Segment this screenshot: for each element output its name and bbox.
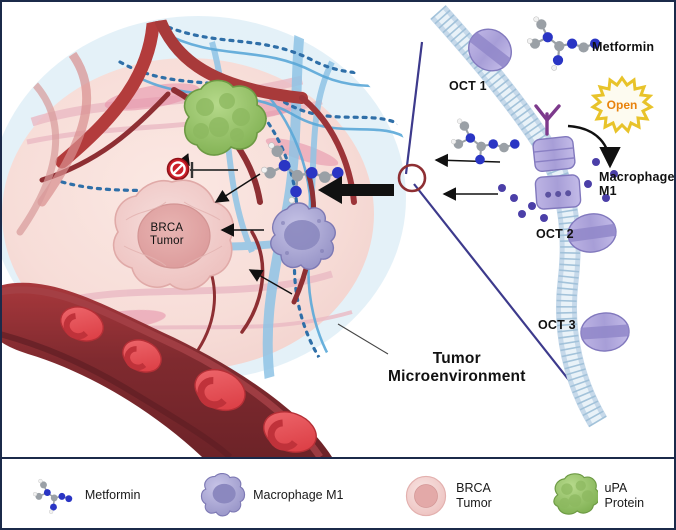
legend-item-metformin: Metformin [32,473,141,519]
starburst-shape [590,75,654,134]
vessel-wall-lower [2,331,233,457]
upa-protein-icon [552,472,598,515]
label-macrophage-m1: Macrophage M1 [599,170,675,199]
arrow-metformin-to-tumor [214,173,261,203]
label-oct1: OCT 1 [449,79,487,93]
cell-membrane [430,4,654,428]
channel-barrel-upper [532,135,576,173]
upa-protein-lobes [193,93,250,142]
magnifier-cone-upper [404,41,424,175]
macrophage-granules [281,219,324,255]
tme-arrows [214,173,293,295]
tumor-microenvironment-region [2,16,417,383]
arrow-open-to-macrophage [567,124,621,169]
legend-label-metformin: Metformin [84,488,141,503]
brca-cell-nucleus [137,203,211,269]
brca-tumor-cell-icon [406,475,447,516]
legend-label-macrophage: Macrophage M1 [253,488,344,503]
metformin-molecule-tme [261,142,344,204]
zoom-direction-arrow [318,176,394,204]
magnifier-callout [397,41,573,385]
y-receptor-icon [534,104,561,136]
legend-item-brca-tumor: BRCA Tumor [403,473,492,519]
oct2-band [567,223,617,243]
legend-label-upa-protein: uPA Protein [604,481,645,510]
macrophage-cell-icon [200,472,246,516]
oct3-transporter [580,312,630,352]
blood-vessel [2,282,332,457]
label-metformin: Metformin [592,40,655,54]
arrow-metformin-influx-upper [434,153,501,168]
zoom-arrow-shape [318,176,394,204]
macrophage-m1-cell [270,202,336,270]
metformin-bonds-2 [457,125,516,160]
metformin-particles [498,158,618,222]
upa-protein [183,79,267,156]
oct1-transporter [468,28,512,72]
oct2-transporter [567,213,617,253]
brca-cell-texture [123,201,223,267]
label-brca-tumor: BRCA Tumor [150,222,184,248]
starburst-icon [590,75,654,134]
membrane-core [433,8,603,425]
arrow-inbound-lower [248,269,293,295]
legend-label-brca-tumor: BRCA Tumor [456,481,492,510]
legend-item-macrophage: Macrophage M1 [200,472,344,519]
metformin-atoms-2 [450,118,520,165]
macrophage-nucleus [284,220,320,250]
channel-pore-dots [545,190,572,198]
legend-item-upa-protein: uPA Protein [552,472,645,519]
metformin-molecule-top [527,16,601,71]
metformin-atoms [261,142,344,204]
main-diagram-panel: Metformin OCT 1 OCT 2 OCT 3 Macrophage M… [2,2,675,457]
tme-label-leader [337,323,389,355]
oct3-band [580,324,630,340]
brca-tumor-cell [112,179,234,291]
metformin-bonds-3 [534,23,596,61]
metformin-molecule-membrane [450,118,520,165]
inhibition-marker [166,153,238,181]
magnifier-icon [397,163,427,193]
no-entry-icon [166,157,190,181]
oct1-band [468,31,512,69]
label-tumor-microenvironment: Tumor Microenvironment [388,350,526,385]
metformin-molecule-icon [32,478,73,514]
membrane-influx-arrows [434,153,501,201]
legend-panel: Metformin Macrophage M1 [2,457,674,528]
open-channel-complex [532,104,582,210]
label-open: Open [606,98,638,112]
label-oct2: OCT 2 [536,227,574,241]
red-blood-cells [60,306,317,453]
magnifier-cone-lower [413,183,573,385]
metformin-atoms-3 [527,16,601,71]
label-oct3: OCT 3 [538,318,576,332]
main-diagram-svg [2,4,654,457]
